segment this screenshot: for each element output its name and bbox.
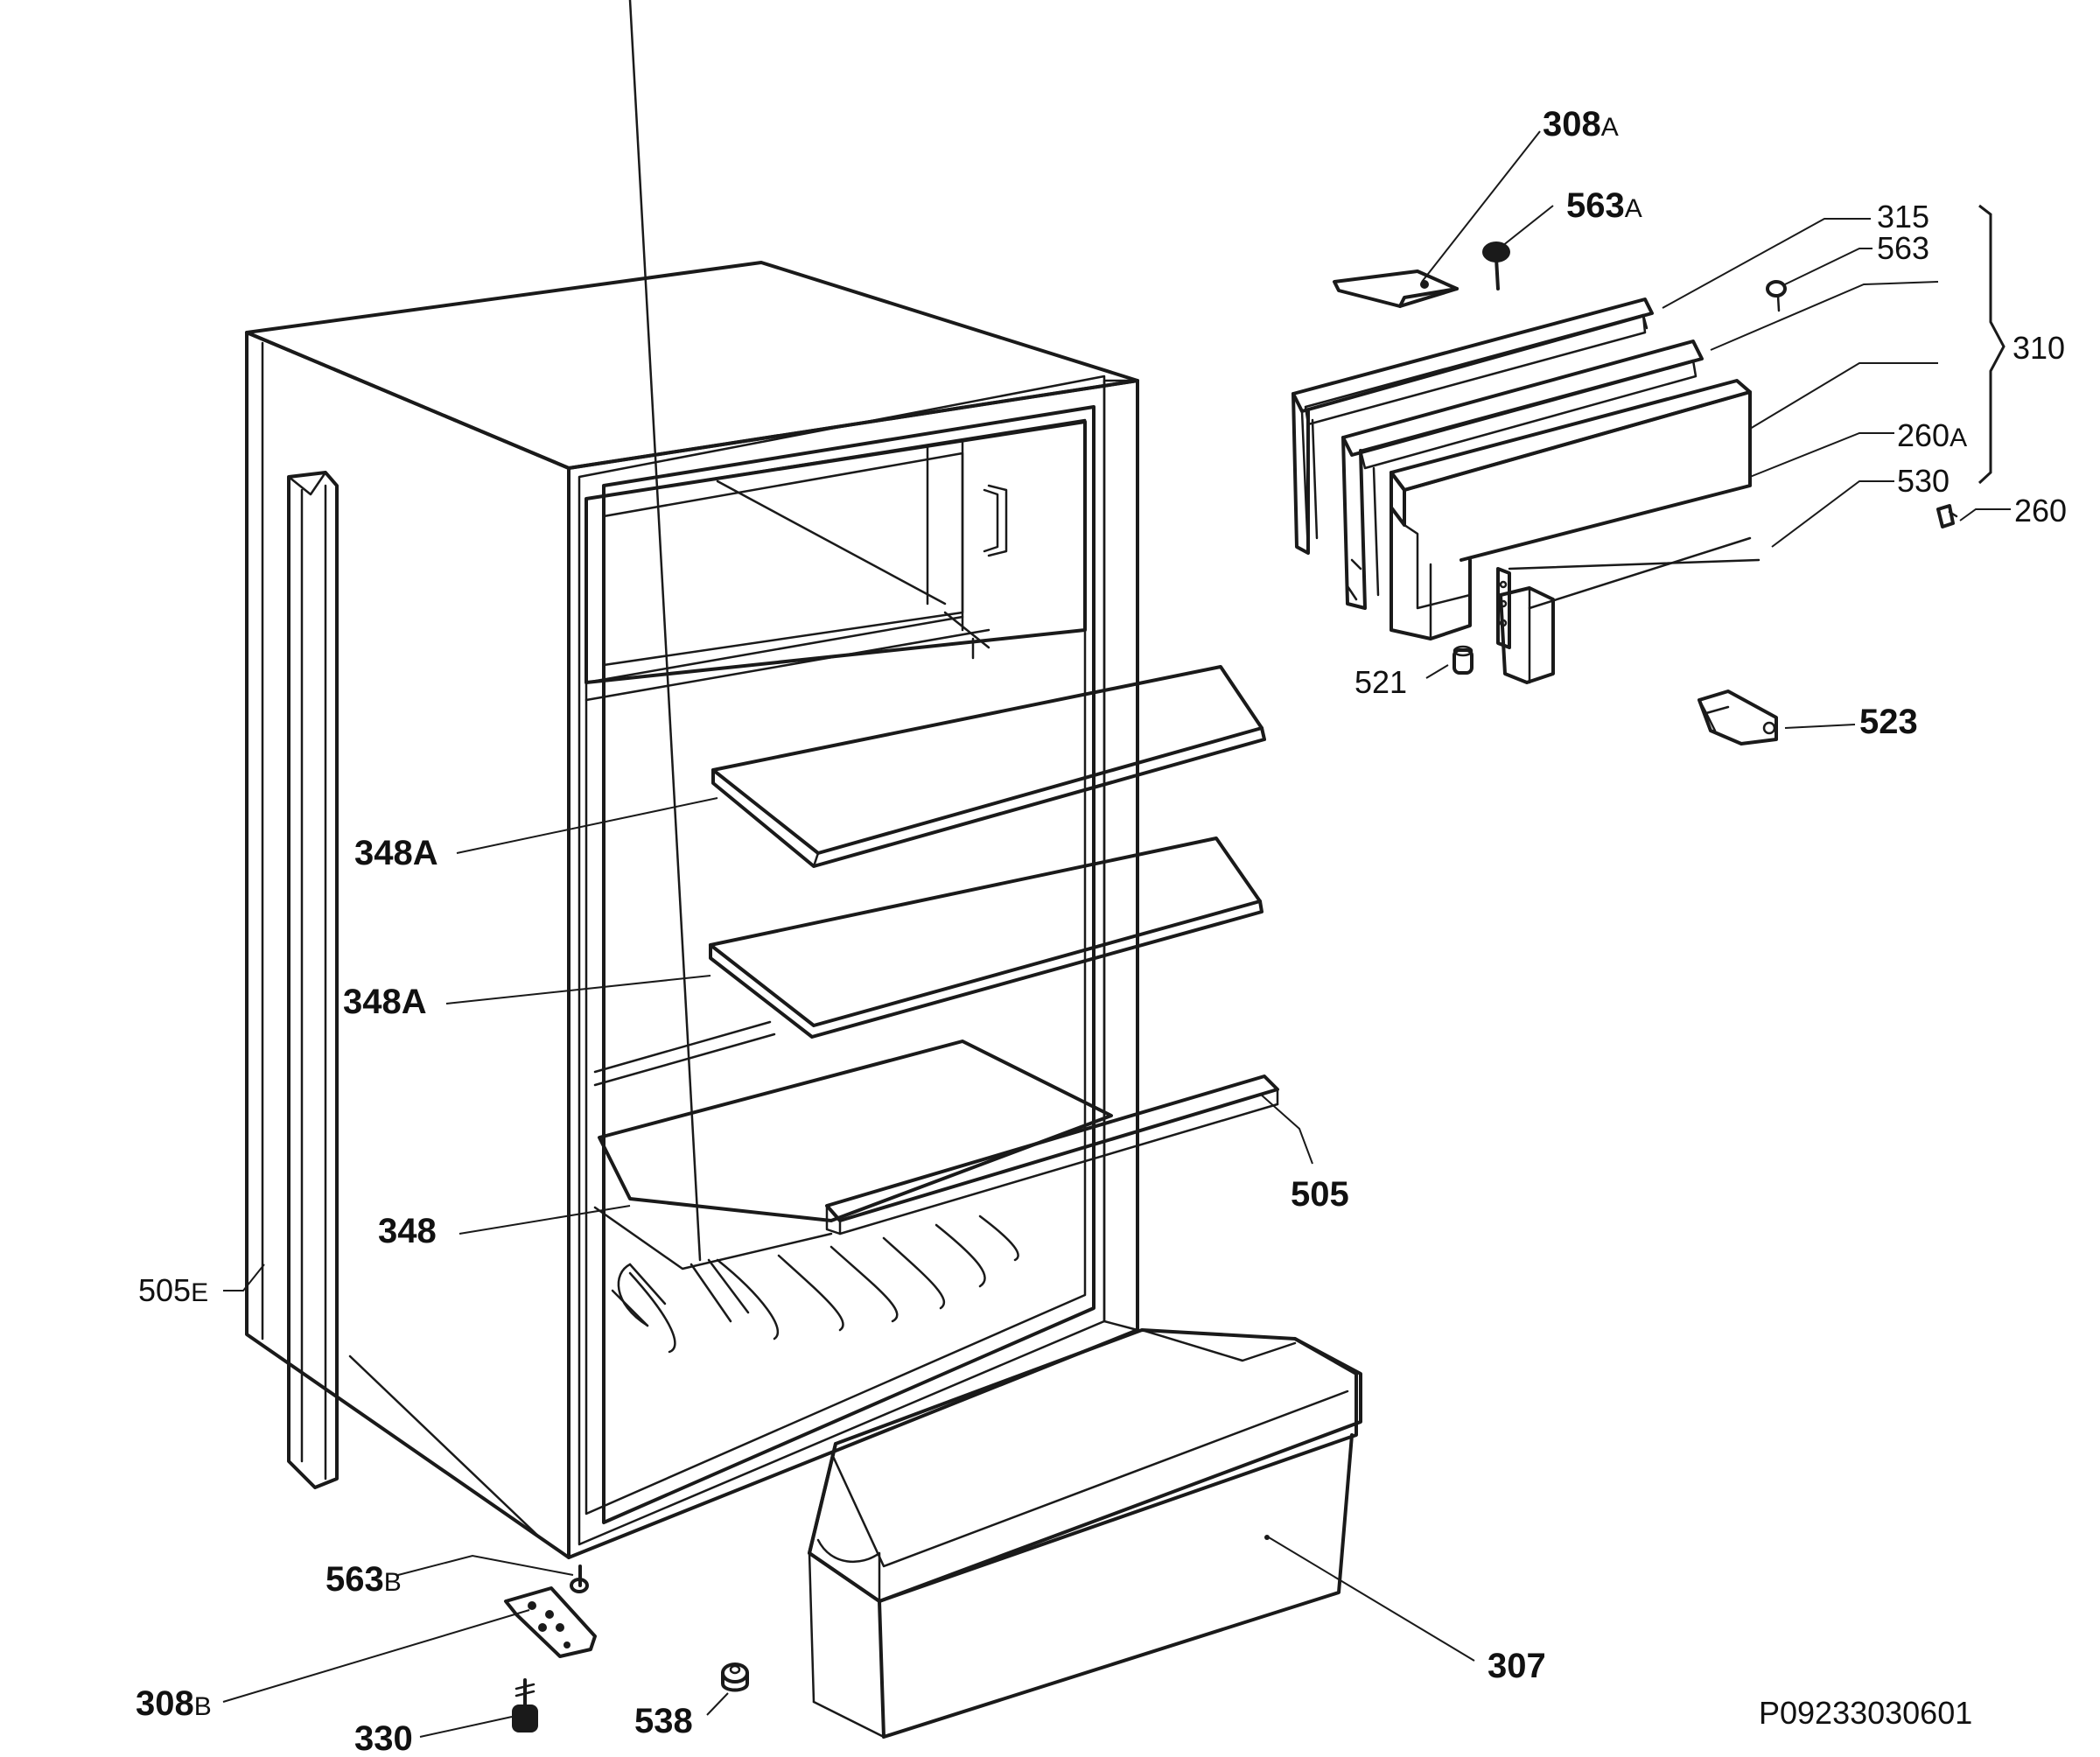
label-348A-upper: 348A [354, 834, 438, 872]
label-538: 538 [634, 1702, 693, 1740]
label-563B: 563B [326, 1560, 402, 1599]
label-260A: 260A [1897, 417, 1967, 453]
part-labels: 308A 563A 315 563 310 260A 530 260 521 5… [136, 105, 2067, 1757]
label-563: 563 [1877, 230, 1929, 266]
label-348: 348 [378, 1212, 437, 1250]
freezer-door-liner-563[interactable] [1341, 340, 1704, 610]
screw-563A[interactable] [1482, 242, 1510, 290]
label-307: 307 [1488, 1647, 1546, 1685]
adjustable-foot-330[interactable] [512, 1678, 538, 1732]
bottom-wire-rack [611, 1214, 1019, 1354]
drawing-code: P09233030601 [1759, 1695, 1972, 1731]
label-505: 505 [1291, 1175, 1349, 1214]
label-308A: 308A [1543, 105, 1619, 144]
freezer-compartment [584, 420, 1087, 702]
hinge-plate-308B[interactable] [504, 1586, 597, 1658]
label-310: 310 [2012, 330, 2065, 366]
label-330: 330 [354, 1719, 413, 1757]
front-shelf-strip[interactable] [825, 1074, 1279, 1236]
label-563A: 563A [1566, 186, 1642, 225]
door-handle-cover[interactable] [1499, 536, 1752, 684]
label-260: 260 [2014, 493, 2067, 528]
hinge-pin-523[interactable] [1698, 690, 1778, 746]
assembly-bracket-310 [1978, 204, 2006, 485]
vegetable-drawer[interactable] [808, 1328, 1362, 1739]
label-315: 315 [1877, 199, 1929, 234]
door-gasket-strip[interactable] [287, 471, 339, 1489]
label-521: 521 [1354, 664, 1407, 700]
glass-shelf-middle[interactable] [593, 836, 1264, 1087]
label-348A-middle: 348A [343, 983, 427, 1021]
door-lens-521[interactable] [1452, 645, 1474, 675]
label-505E: 505E [138, 1272, 208, 1308]
label-308B: 308B [136, 1684, 212, 1723]
label-530: 530 [1897, 463, 1950, 499]
screw-563[interactable] [1766, 280, 1787, 312]
door-hinge-bracket-530[interactable] [1496, 558, 1760, 649]
freezer-door-frame-315[interactable] [1292, 298, 1654, 555]
clip-260[interactable] [1936, 504, 1958, 528]
cabinet [245, 261, 1139, 1559]
glass-shelf-upper[interactable] [711, 665, 1266, 868]
label-523: 523 [1859, 703, 1918, 741]
leader-lines [222, 130, 2011, 1738]
crisper-glass-cover[interactable] [593, 0, 1113, 1270]
screw-563B[interactable] [570, 1564, 589, 1593]
spacer-538[interactable] [721, 1662, 749, 1692]
freezer-door-panel[interactable] [1390, 379, 1752, 640]
hinge-plate-308A[interactable] [1333, 270, 1459, 308]
